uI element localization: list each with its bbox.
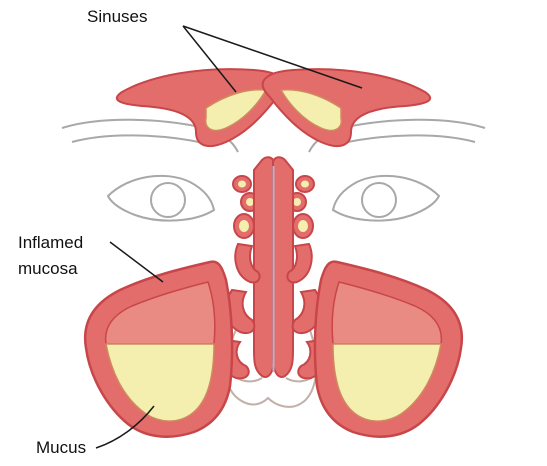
inflamed-mucosa-leader [110, 242, 163, 282]
maxillary-sinus-left [85, 262, 232, 437]
left-brow-lower [72, 135, 208, 144]
inflamed-mucosa-label-line1: Inflamed [18, 232, 83, 253]
right-eye [333, 176, 439, 221]
nasal-cavity [254, 157, 293, 377]
right-brow-lower [339, 135, 475, 144]
inflamed-mucosa-label-line2: mucosa [18, 258, 78, 279]
sinuses-label: Sinuses [87, 6, 147, 27]
left-iris [151, 183, 185, 217]
mucus-label: Mucus [36, 437, 86, 458]
left-eye [108, 176, 214, 221]
maxillary-sinus-right [315, 262, 462, 437]
right-iris [362, 183, 396, 217]
frontal-sinus-right [263, 69, 430, 146]
frontal-sinus-left [117, 69, 284, 146]
